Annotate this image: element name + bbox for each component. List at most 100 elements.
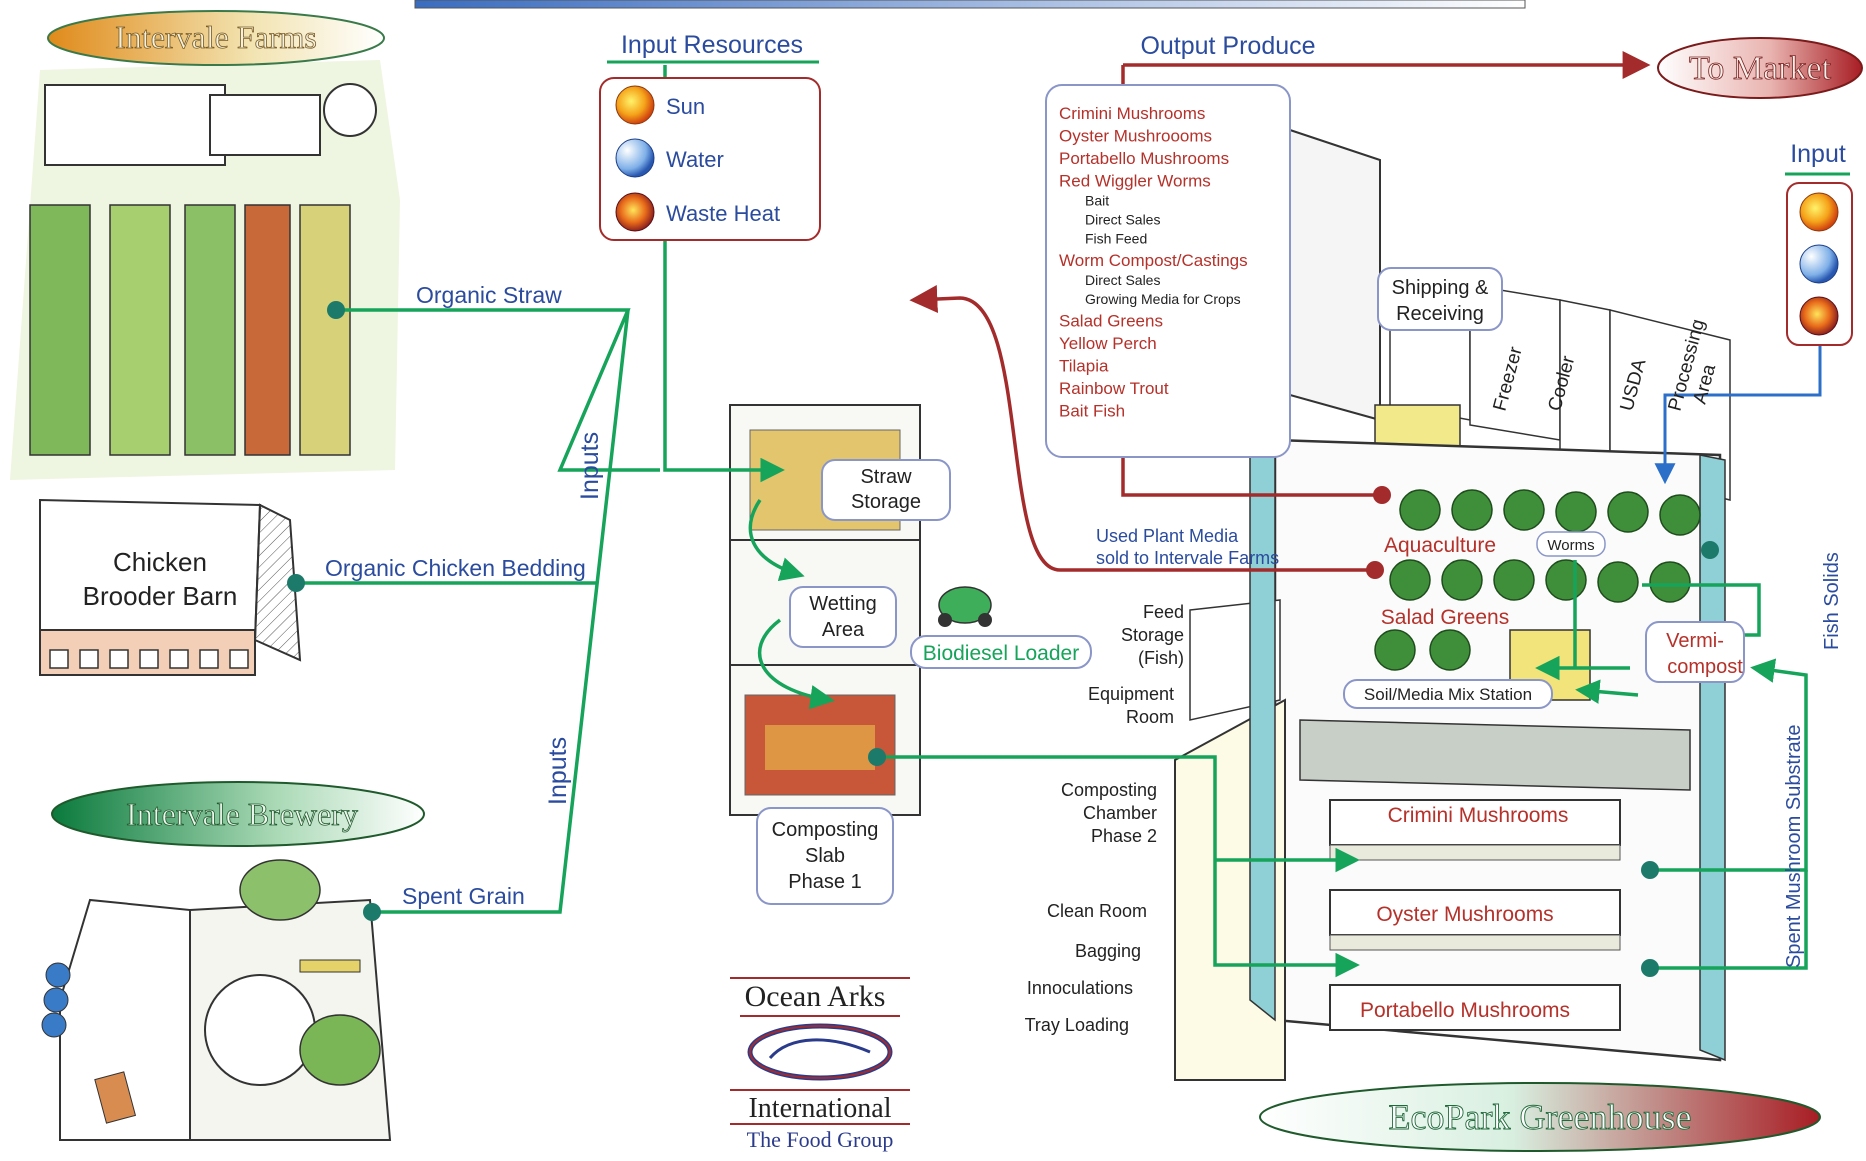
- biodiesel-loader-label: Biodiesel Loader: [923, 642, 1079, 665]
- market-title: To Market: [1689, 50, 1832, 87]
- greenhouse-title: EcoPark Greenhouse: [1389, 1097, 1692, 1137]
- ecopark-greenhouse-badge: EcoPark Greenhouse: [1259, 1082, 1821, 1152]
- crimini-label: Crimini Mushrooms: [1388, 804, 1569, 827]
- worms-label: Worms: [1547, 537, 1594, 554]
- input-resources-panel: Input Resources Sun Water Waste Heat: [599, 31, 821, 241]
- water-icon: [615, 138, 655, 178]
- chicken-barn-line2: Brooder Barn: [83, 581, 238, 611]
- bagging-label: Bagging: [1075, 941, 1141, 961]
- greenhouse-structure-sketch: [1174, 128, 1731, 1081]
- chicken-barn-sketch: [39, 498, 302, 676]
- brewery-sketch: [41, 859, 392, 1141]
- produce-item: Oyster Mushroooms: [1059, 127, 1212, 146]
- aquaculture-label: Aquaculture: [1384, 534, 1496, 557]
- organic-straw-label: Organic Straw: [416, 282, 562, 308]
- produce-item: Rainbow Trout: [1059, 379, 1169, 398]
- produce-item: Yellow Perch: [1059, 334, 1157, 353]
- produce-item: Portabello Mushrooms: [1059, 149, 1229, 168]
- to-market-badge: To Market: [1657, 37, 1863, 99]
- output-produce-title: Output Produce: [1140, 32, 1315, 60]
- logo-line1: Ocean Arks: [745, 980, 886, 1013]
- right-waste-heat-icon: [1799, 296, 1839, 336]
- logo-line3: The Food Group: [747, 1127, 894, 1152]
- sun-label: Sun: [666, 94, 705, 119]
- input-resources-title: Input Resources: [621, 31, 803, 59]
- biodiesel-loader-tag: Biodiesel Loader: [910, 635, 1092, 669]
- spent-substrate-label: Spent Mushroom Substrate: [1783, 725, 1805, 968]
- wetting-area-line1: Wetting: [809, 593, 876, 615]
- equipment-line1: Equipment: [1088, 684, 1174, 704]
- portabello-label: Portabello Mushrooms: [1360, 999, 1570, 1022]
- soil-mix-label: Soil/Media Mix Station: [1364, 685, 1532, 704]
- vermi-line1: Vermi-: [1666, 630, 1724, 652]
- vermi-line2: compost: [1667, 656, 1743, 678]
- composting-chamber-line1: Composting: [1061, 780, 1157, 800]
- oyster-label: Oyster Mushrooms: [1376, 903, 1553, 926]
- right-input-panel: Input: [1785, 140, 1853, 346]
- produce-item: Salad Greens: [1059, 312, 1163, 331]
- vermicompost-box: Vermi- compost: [1645, 621, 1745, 683]
- sun-icon: [615, 85, 655, 125]
- right-sun-icon: [1799, 192, 1839, 232]
- logo-line2: International: [748, 1093, 891, 1124]
- chicken-bedding-label: Organic Chicken Bedding: [325, 555, 586, 581]
- wetting-area-box: Wetting Area: [789, 586, 897, 648]
- fish-solids-label: Fish Solids: [1821, 552, 1843, 650]
- right-input-line: [1654, 345, 1822, 485]
- produce-subitem: Growing Media for Crops: [1085, 291, 1241, 307]
- right-water-icon: [1799, 244, 1839, 284]
- top-title-bar: [414, 0, 1526, 9]
- innoculations-label: Innoculations: [1027, 978, 1133, 998]
- chicken-barn-line1: Chicken: [113, 547, 207, 577]
- straw-storage-line1: Straw: [860, 466, 912, 488]
- waste-heat-label: Waste Heat: [666, 201, 780, 226]
- produce-subitem: Direct Sales: [1085, 212, 1160, 228]
- composting-chamber-line2: Chamber: [1083, 803, 1157, 823]
- composting-slab-line2: Slab: [805, 845, 845, 867]
- produce-item: Tilapia: [1059, 357, 1109, 376]
- output-endpoints: [1366, 486, 1391, 579]
- farm-fields-sketch: [10, 60, 400, 480]
- composting-slab-line1: Composting: [772, 819, 879, 841]
- feed-storage-line1: Feed: [1143, 602, 1184, 622]
- produce-subitem: Bait: [1085, 193, 1109, 209]
- flow-endpoints: [287, 301, 1719, 977]
- feed-storage-line3: (Fish): [1138, 648, 1184, 668]
- farms-title: Intervale Farms: [115, 19, 317, 55]
- straw-storage-line2: Storage: [851, 491, 921, 513]
- produce-item: Crimini Mushrooms: [1059, 104, 1205, 123]
- brewery-title: Intervale Brewery: [126, 796, 358, 832]
- composting-slab-line3: Phase 1: [788, 871, 861, 893]
- water-label: Water: [666, 147, 724, 172]
- clean-room-label: Clean Room: [1047, 901, 1147, 921]
- feed-storage-line2: Storage: [1121, 625, 1184, 645]
- salad-greens-label: Salad Greens: [1381, 606, 1509, 629]
- worms-tag: Worms: [1536, 531, 1606, 557]
- produce-item: Bait Fish: [1059, 402, 1125, 421]
- used-media-line1: Used Plant Media: [1096, 526, 1239, 546]
- intervale-brewery-badge: Intervale Brewery: [51, 781, 425, 847]
- wetting-area-line2: Area: [822, 619, 865, 641]
- used-media-line2: sold to Intervale Farms: [1096, 548, 1279, 568]
- inputs-lower-label: Inputs: [544, 737, 572, 805]
- inputs-upper-label: Inputs: [576, 432, 604, 500]
- produce-subitem: Direct Sales: [1085, 272, 1160, 288]
- shipping-receiving-box: Shipping & Receiving: [1377, 267, 1503, 331]
- ocean-arks-logo: Ocean Arks International The Food Group: [730, 977, 910, 1152]
- intervale-farms-badge: Intervale Farms: [47, 10, 385, 66]
- straw-storage-box: Straw Storage: [821, 459, 951, 521]
- spent-grain-label: Spent Grain: [402, 883, 525, 909]
- produce-item: Worm Compost/Castings: [1059, 251, 1248, 270]
- tray-loading-label: Tray Loading: [1025, 1015, 1129, 1035]
- produce-subitem: Fish Feed: [1085, 231, 1147, 247]
- produce-item: Red Wiggler Worms: [1059, 172, 1211, 191]
- right-input-title: Input: [1790, 140, 1846, 168]
- waste-heat-icon: [615, 192, 655, 232]
- soil-mix-station-box: Soil/Media Mix Station: [1343, 679, 1553, 709]
- composting-chamber-line3: Phase 2: [1091, 826, 1157, 846]
- shipping-line1: Shipping &: [1392, 277, 1489, 299]
